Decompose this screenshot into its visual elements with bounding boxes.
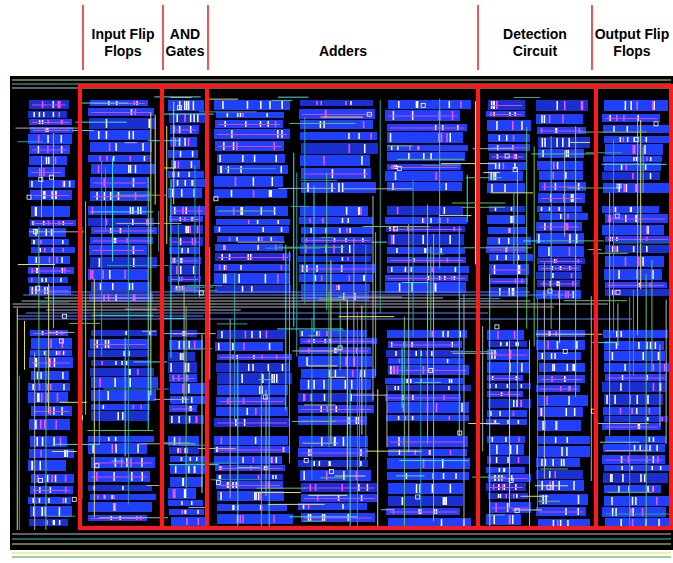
section-label: AND Gates [163, 26, 207, 60]
section-label: Input Flip Flops [83, 26, 163, 60]
layout-cells [12, 80, 671, 557]
divider-tick [82, 5, 84, 70]
region-outline [596, 86, 671, 528]
section-label: Adders [303, 43, 383, 60]
divider-tick [162, 5, 164, 70]
section-label: Output Flip Flops [594, 26, 670, 60]
divider-tick [477, 5, 479, 70]
region-outline [80, 86, 162, 528]
region-outline [207, 86, 478, 528]
region-outline [478, 86, 596, 528]
divider-tick [207, 5, 209, 70]
section-label: Detection Circuit [487, 26, 583, 60]
region-outline [162, 86, 207, 528]
layout-ground [10, 76, 673, 550]
divider-tick [591, 5, 593, 70]
